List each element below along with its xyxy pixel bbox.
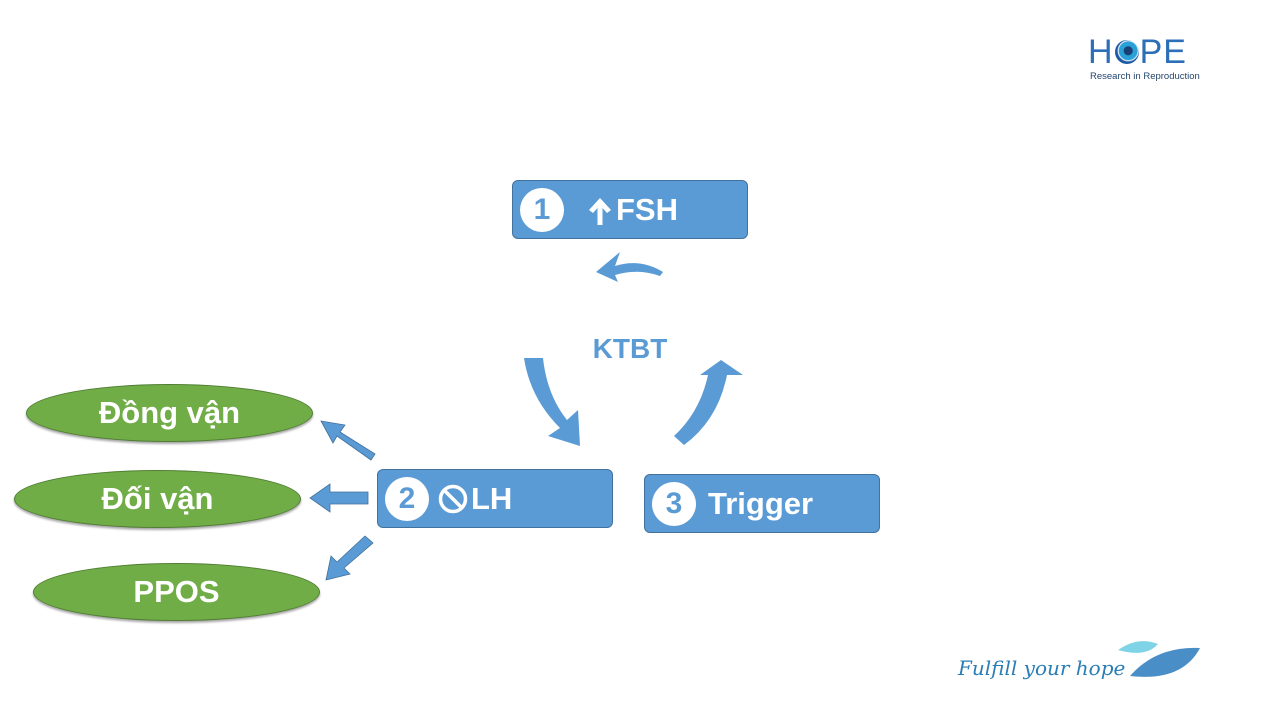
step-label: LH <box>437 481 512 517</box>
outcome-oval: Đồng vận <box>26 384 313 442</box>
hope-logo: H PE Research in Reproduction <box>1088 34 1208 84</box>
cycle-arrow-left <box>524 358 580 446</box>
step-label: FSH <box>586 192 678 228</box>
arrow-up-icon <box>589 198 611 226</box>
step-box-fsh: 1 FSH <box>512 180 748 239</box>
step-label-text: FSH <box>616 191 678 227</box>
outcome-oval: PPOS <box>33 563 320 621</box>
step-number: 2 <box>385 476 429 521</box>
step-label-text: LH <box>471 480 513 516</box>
logo-subtitle: Research in Reproduction <box>1090 71 1200 82</box>
cycle-arrow-right <box>674 360 743 445</box>
logo-letter-h: H <box>1088 33 1114 71</box>
leaf-logo-icon <box>1118 641 1200 677</box>
step-number: 3 <box>652 481 696 526</box>
eye-icon <box>1114 40 1139 64</box>
step-box-trigger: 3 Trigger <box>644 474 880 533</box>
step-number: 1 <box>520 187 564 232</box>
outcome-arrow-3 <box>325 535 374 581</box>
outcome-oval: Đối vận <box>14 470 301 528</box>
outcome-arrow-1 <box>320 420 376 461</box>
cycle-arrow-top <box>596 252 663 282</box>
center-label: KTBT <box>592 333 668 364</box>
step-box-lh: 2 LH <box>377 469 613 528</box>
outcome-arrow-2 <box>309 483 369 513</box>
footer-tagline: Fulfill your hope <box>958 656 1126 680</box>
step-label: Trigger <box>708 485 814 521</box>
logo-letters-pe: PE <box>1139 33 1187 71</box>
logo-wordmark: H PE <box>1088 34 1187 70</box>
prohibited-icon <box>438 484 468 513</box>
